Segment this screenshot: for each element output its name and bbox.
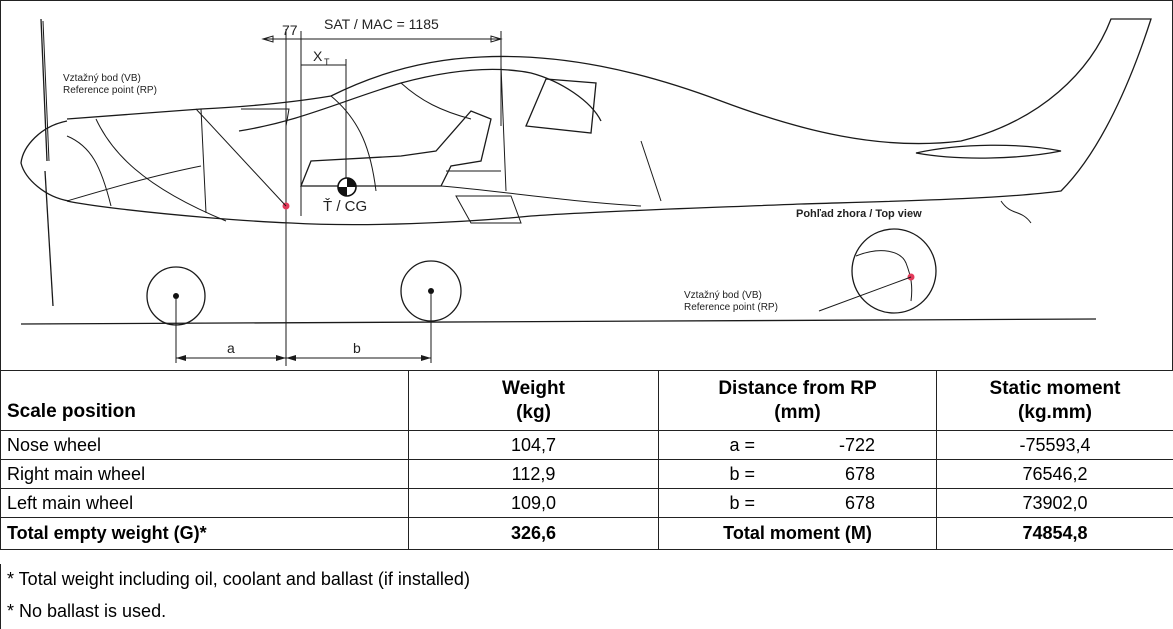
moment-cell: 73902,0 <box>936 488 1173 518</box>
distance-value: 678 <box>844 463 875 484</box>
total-weight-label: Total empty weight (G)* <box>0 517 409 550</box>
dim-b-label: b <box>353 340 361 356</box>
distance-cell: b = 678 <box>658 459 937 489</box>
distance-value: 678 <box>844 492 875 513</box>
rp-label-en: Reference point (RP) <box>63 85 157 96</box>
total-moment-value: 74854,8 <box>936 517 1173 550</box>
distance-header-label: Distance from RP <box>718 377 877 399</box>
distance-label: a = <box>729 434 755 455</box>
fuselage-outline <box>66 18 1152 226</box>
position-cell: Nose wheel <box>0 430 409 460</box>
moment-cell: -75593,4 <box>936 430 1173 460</box>
position-cell: Left main wheel <box>0 488 409 518</box>
table-row: Right main wheel 112,9 b = 678 76546,2 <box>0 459 1173 489</box>
aircraft-side-view-drawing: 77 SAT / MAC = 1185 X T Ť / CG Vztažný b… <box>0 0 1173 370</box>
dim-xt-label: X <box>313 48 323 64</box>
moment-header-label: Static moment <box>989 377 1121 399</box>
distance-cell: a = -722 <box>658 430 937 460</box>
weight-cell: 104,7 <box>408 430 659 460</box>
propeller-blade-bottom <box>44 170 54 307</box>
dim-sat-mac-label: SAT / MAC = 1185 <box>324 16 439 32</box>
cg-label: Ť / CG <box>323 198 367 215</box>
dim-xt-subscript: T <box>324 57 330 67</box>
weight-cell: 109,0 <box>408 488 659 518</box>
weight-header-label: Weight <box>502 377 565 399</box>
position-cell: Right main wheel <box>0 459 409 489</box>
top-view-detail <box>818 228 937 314</box>
footnote-ballast-included: * Total weight including oil, coolant an… <box>7 569 470 589</box>
dim-77-label: 77 <box>282 22 298 38</box>
col-header-scale-position: Scale position <box>0 370 409 431</box>
horizontal-stabilizer <box>915 144 1062 159</box>
footnote-no-ballast: * No ballast is used. <box>7 601 167 621</box>
table-row: Nose wheel 104,7 a = -722 -75593,4 <box>0 430 1173 460</box>
canopy <box>238 68 602 132</box>
weight-balance-table: Scale position Weight (kg) Distance from… <box>0 370 1173 550</box>
wing <box>300 110 492 187</box>
footnotes: * Total weight including oil, coolant an… <box>0 564 1173 629</box>
propeller-blade-top <box>40 18 48 162</box>
weight-cell: 112,9 <box>408 459 659 489</box>
ground-line <box>20 318 1097 325</box>
table-row: Left main wheel 109,0 b = 678 73902,0 <box>0 488 1173 518</box>
rp2-label-cz: Vztažný bod (VB) <box>684 290 762 301</box>
rear-window <box>525 78 597 134</box>
distance-label: b = <box>729 492 755 513</box>
distance-cell: b = 678 <box>658 488 937 518</box>
total-weight-value: 326,6 <box>408 517 659 550</box>
top-view-title: Pohľad zhora / Top view <box>796 208 922 220</box>
moment-header-unit: (kg.mm) <box>1018 401 1092 423</box>
table-header-row: Scale position Weight (kg) Distance from… <box>0 370 1173 431</box>
col-header-moment: Static moment (kg.mm) <box>936 370 1173 431</box>
col-header-weight: Weight (kg) <box>408 370 659 431</box>
cg-symbol <box>337 177 357 197</box>
distance-label: b = <box>729 463 755 484</box>
moment-cell: 76546,2 <box>936 459 1173 489</box>
dim-a-label: a <box>227 340 235 356</box>
rp-label-cz: Vztažný bod (VB) <box>63 73 141 84</box>
spinner <box>20 120 70 202</box>
rp2-label-en: Reference point (RP) <box>684 302 778 313</box>
distance-value: -722 <box>838 434 875 455</box>
total-row: Total empty weight (G)* 326,6 Total mome… <box>0 517 1173 550</box>
distance-header-unit: (mm) <box>774 401 821 423</box>
total-moment-label: Total moment (M) <box>658 517 937 550</box>
weight-header-unit: (kg) <box>516 401 551 423</box>
col-header-distance: Distance from RP (mm) <box>658 370 937 431</box>
aircraft-diagram: 77 SAT / MAC = 1185 X T Ť / CG Vztažný b… <box>20 16 1152 366</box>
